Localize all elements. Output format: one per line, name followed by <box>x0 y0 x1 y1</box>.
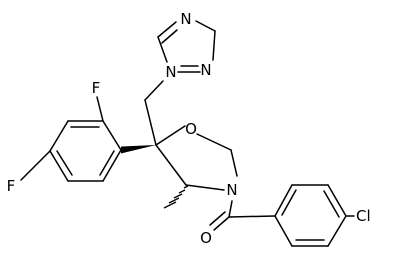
bond-c4-c5 <box>155 144 187 186</box>
atom-label-triazole-n1: N <box>165 63 176 81</box>
bond-ar1-c1-c2 <box>102 120 122 151</box>
bond-ar2-c6-c1 <box>274 215 293 247</box>
bond-ch2-c5 <box>144 99 157 146</box>
bond-o1-c2 <box>196 133 232 151</box>
bond-triazole-c5-n1b <box>212 30 216 61</box>
chlorophenyl-ring <box>274 184 347 247</box>
atom-label-ring-nitrogen: N <box>226 181 237 199</box>
bond-triazole-c3-n4-double <box>161 29 178 44</box>
bond-triazole-c3-n4 <box>157 21 177 38</box>
bond-ar1-c4-c5-double <box>56 150 73 176</box>
bond-ar1-c3-c4 <box>49 120 69 152</box>
bond-c2-n3 <box>230 149 238 177</box>
difluorophenyl-ring <box>49 120 122 182</box>
bond-ar1-c6-c1 <box>102 149 122 182</box>
bond-ar2-c1-c2 <box>274 184 293 217</box>
atom-label-ring-oxygen: O <box>185 120 197 138</box>
bond-ar1-f-para <box>20 150 51 181</box>
atom-label-fluorine-ortho: F <box>92 79 101 97</box>
bond-carbonyl-c-o-double <box>209 211 226 226</box>
hash-5 <box>163 201 177 209</box>
bond-ar1-f-ortho <box>96 96 104 122</box>
hash-4 <box>168 197 180 204</box>
bond-carbonyl-c-o <box>213 216 230 231</box>
hash-2 <box>178 189 186 194</box>
bond-n3-c4 <box>185 184 225 191</box>
oxazolidine-ring <box>155 125 238 191</box>
bond-n3-carbonyl-c <box>228 200 233 218</box>
bond-ar1-c4-c5 <box>49 150 69 182</box>
atom-label-carbonyl-oxygen: O <box>200 229 212 247</box>
hash-1 <box>183 185 189 189</box>
bond-triazole-n4-c5 <box>195 20 216 32</box>
bond-ar2-c3-c4 <box>327 184 347 217</box>
bond-ar2-c3-c4-double <box>323 190 340 218</box>
bond-ar1-c6-c1-double <box>99 150 115 176</box>
hashed-bond-c4-methyl <box>163 185 189 209</box>
hash-3 <box>173 193 183 199</box>
triazole-ring <box>157 20 216 73</box>
bond-c5-o1 <box>155 125 186 146</box>
bond-triazole-n1-c3 <box>157 36 168 63</box>
bond-ar2-c1-c2-double <box>281 189 297 216</box>
atom-label-triazole-n2: N <box>200 61 211 79</box>
atom-label-fluorine-para: F <box>7 177 16 195</box>
bond-carbonyl-c-aryl <box>228 215 276 218</box>
bond-ar2-c4-c5 <box>327 215 347 247</box>
bond-n1-ch2 <box>144 80 164 101</box>
atom-label-triazole-n4: N <box>180 10 191 28</box>
atom-label-chlorine: Cl <box>356 207 371 225</box>
wedge-bond-c5-aryl <box>121 145 156 154</box>
